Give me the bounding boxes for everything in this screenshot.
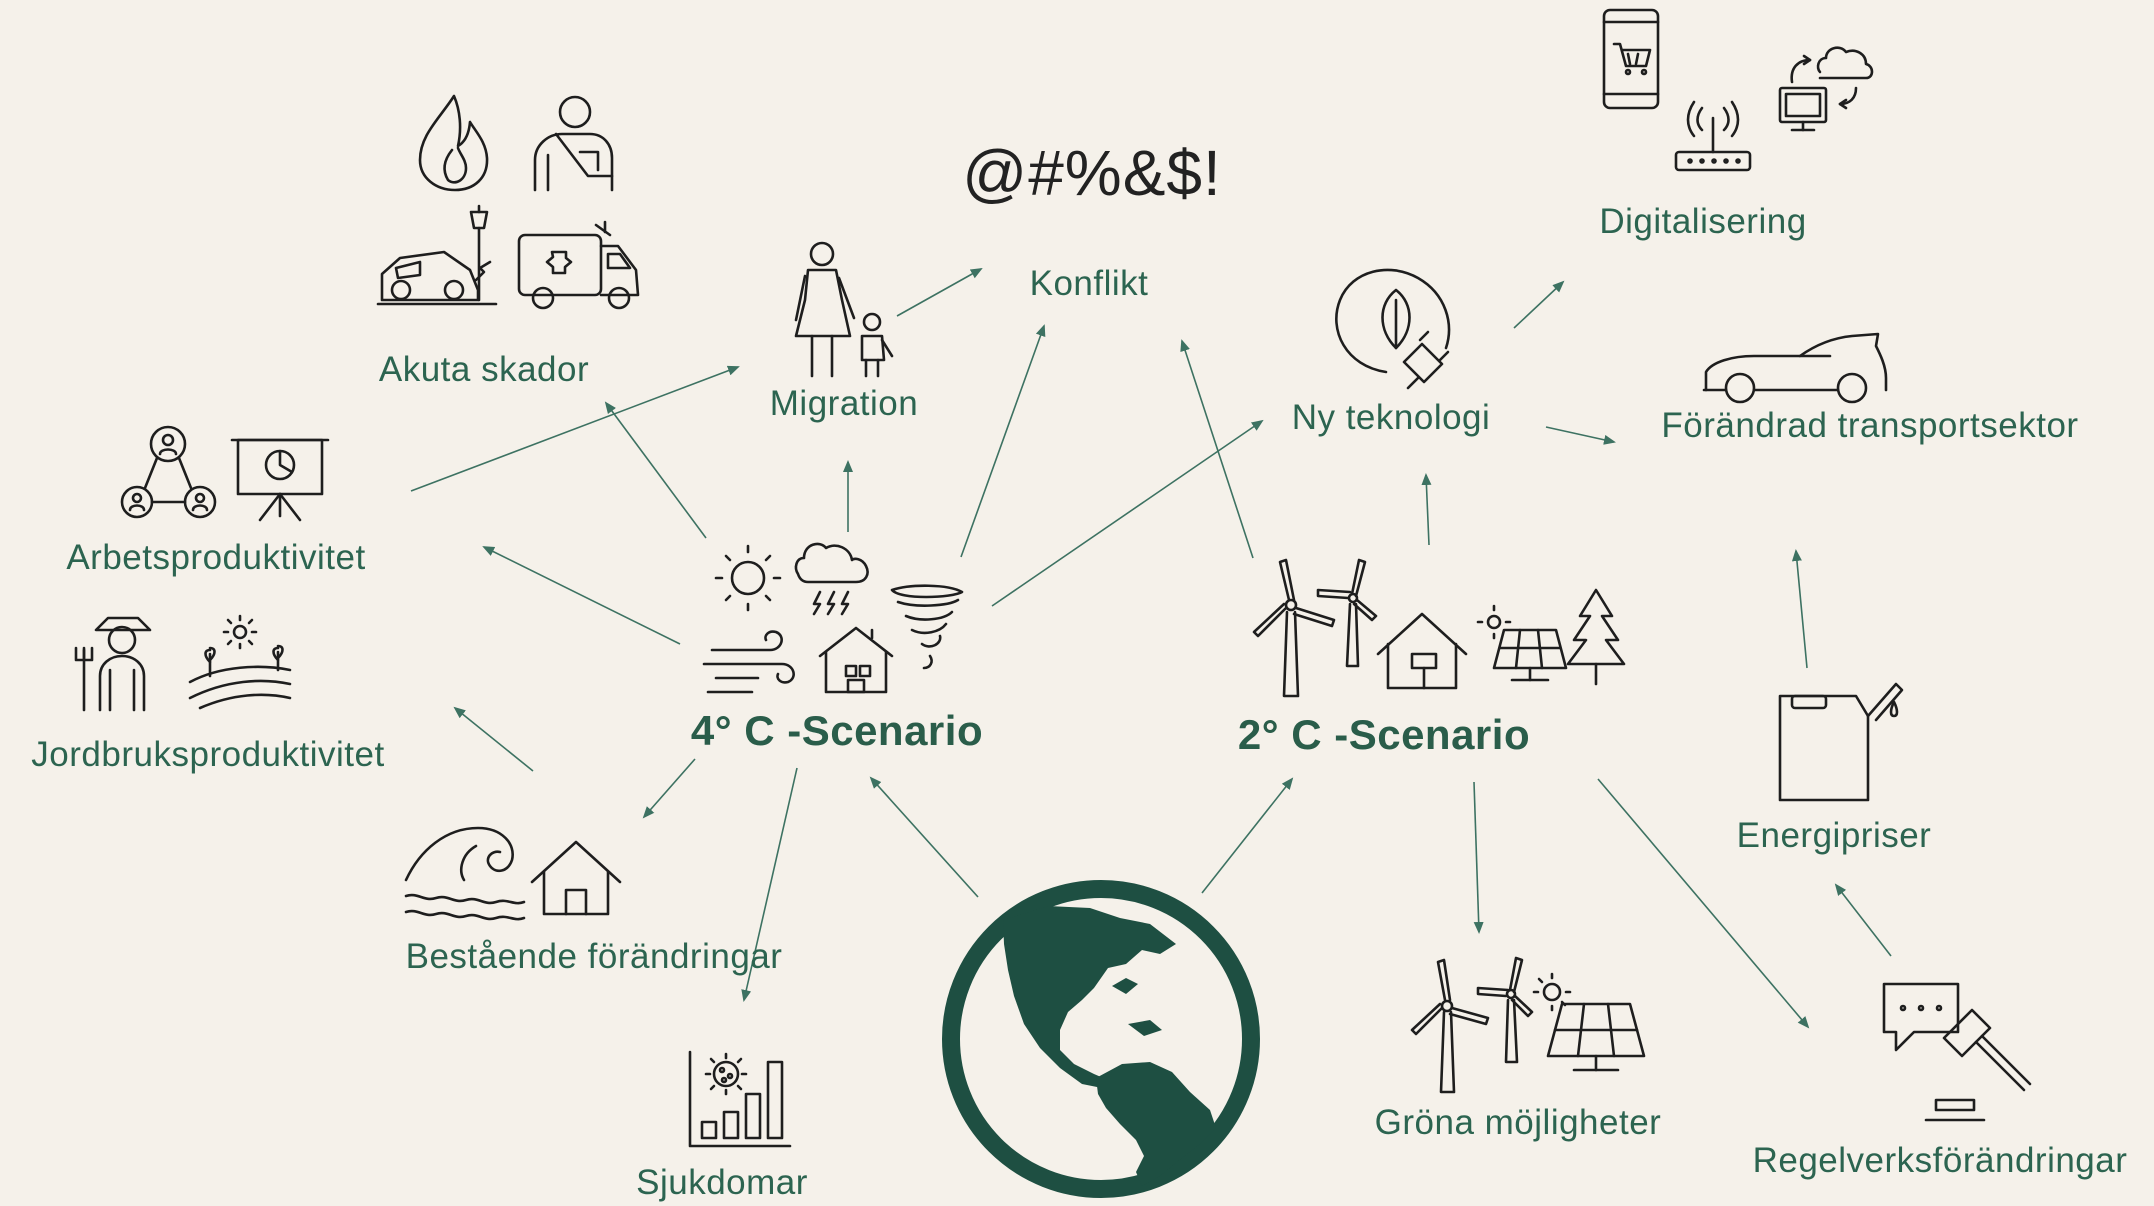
arrow-migration-to-konflikt	[897, 268, 983, 316]
house-icon	[1378, 614, 1466, 688]
arrow-4c-to-sjukdomar	[741, 768, 797, 1002]
fuel-can-icon	[1780, 684, 1902, 800]
wind-turbine-icon	[1318, 560, 1376, 666]
arrow-2c-to-nyteknologi	[1421, 473, 1432, 545]
storm-cloud-icon	[796, 544, 868, 614]
gavel-icon	[1926, 1010, 2030, 1120]
arrow-2c-to-grona	[1474, 782, 1484, 934]
speech-bubble-icon	[1884, 984, 1958, 1050]
arrow-4c-to-arbete	[482, 546, 680, 644]
mother-child-icon	[796, 243, 892, 376]
car-icon	[1704, 334, 1886, 402]
label-arbetsproduktivitet: Arbetsproduktivitet	[66, 538, 366, 577]
router-icon	[1676, 102, 1750, 170]
wind-turbine-icon	[1254, 560, 1334, 696]
label-ny-teknologi: Ny teknologi	[1291, 398, 1491, 437]
sun-icon	[716, 546, 780, 610]
arrow-2c-to-konflikt	[1180, 339, 1253, 558]
label-energipriser: Energipriser	[1736, 816, 1932, 855]
tree-icon	[1568, 590, 1624, 684]
label-bestaende-forandringar: Bestående förändringar	[405, 937, 783, 976]
fire-icon	[420, 96, 487, 190]
arrow-energi-to-transport	[1791, 549, 1807, 668]
house-icon	[820, 628, 892, 692]
solar-panel-icon	[1548, 1004, 1644, 1070]
virus-chart-icon	[690, 1052, 790, 1146]
sun-icon	[1478, 606, 1510, 638]
injured-person-icon	[535, 97, 612, 190]
wind-icon	[704, 632, 794, 692]
ambulance-icon	[519, 222, 638, 308]
label-digitalisering: Digitalisering	[1599, 202, 1807, 241]
arrow-2c-to-regelverk	[1598, 779, 1810, 1029]
arrow-arbete-to-migration	[411, 365, 740, 491]
label-grona-mojligheter: Gröna möjligheter	[1374, 1103, 1662, 1142]
farmer-icon	[76, 618, 150, 710]
field-sun-icon	[190, 616, 290, 708]
smartphone-cart-icon	[1604, 10, 1658, 108]
network-people-icon	[122, 427, 215, 517]
house-icon	[532, 842, 620, 914]
arrow-regelverk-to-energi	[1834, 883, 1891, 956]
arrows	[411, 268, 1891, 1029]
wind-turbine-icon	[1478, 958, 1532, 1062]
label-regelverksforandringar: Regelverksförändringar	[1752, 1141, 2128, 1180]
arrow-nyteknologi-to-transport	[1546, 427, 1616, 445]
arrow-4c-to-bestaende	[642, 759, 695, 819]
arrow-globe-to-4c	[869, 776, 978, 897]
arrow-4c-to-nyteknologi	[992, 419, 1264, 606]
label-4c-scenario: 4° C -Scenario	[690, 707, 984, 754]
label-konflikt: Konflikt	[1029, 264, 1149, 303]
arrow-globe-to-2c	[1202, 777, 1294, 893]
computer-cloud-icon	[1780, 48, 1872, 130]
tornado-icon	[892, 586, 962, 668]
arrow-4c-to-jordbruk	[453, 706, 533, 771]
conflict-symbols: @#%&$!	[962, 137, 1222, 209]
wave-icon	[406, 828, 524, 919]
label-forandrad-transportsektor: Förändrad transportsektor	[1661, 406, 2079, 445]
label-2c-scenario: 2° C -Scenario	[1237, 711, 1531, 758]
leaf-plug-icon	[1336, 270, 1449, 388]
label-sjukdomar: Sjukdomar	[636, 1163, 808, 1202]
wind-turbine-icon	[1412, 960, 1488, 1092]
solar-panel-icon	[1494, 630, 1566, 680]
label-jordbruksproduktivitet: Jordbruksproduktivitet	[31, 735, 385, 774]
arrow-4c-to-akuta	[604, 401, 706, 538]
label-migration: Migration	[769, 384, 919, 423]
arrow-4c-to-konflikt	[961, 324, 1046, 557]
sun-icon	[1534, 974, 1570, 1010]
label-akuta-skador: Akuta skador	[378, 350, 590, 389]
presentation-chart-icon	[232, 440, 328, 520]
car-crash-icon	[378, 206, 496, 304]
globe-icon	[951, 889, 1251, 1189]
arrow-nyteknologi-to-digital	[1514, 280, 1565, 328]
